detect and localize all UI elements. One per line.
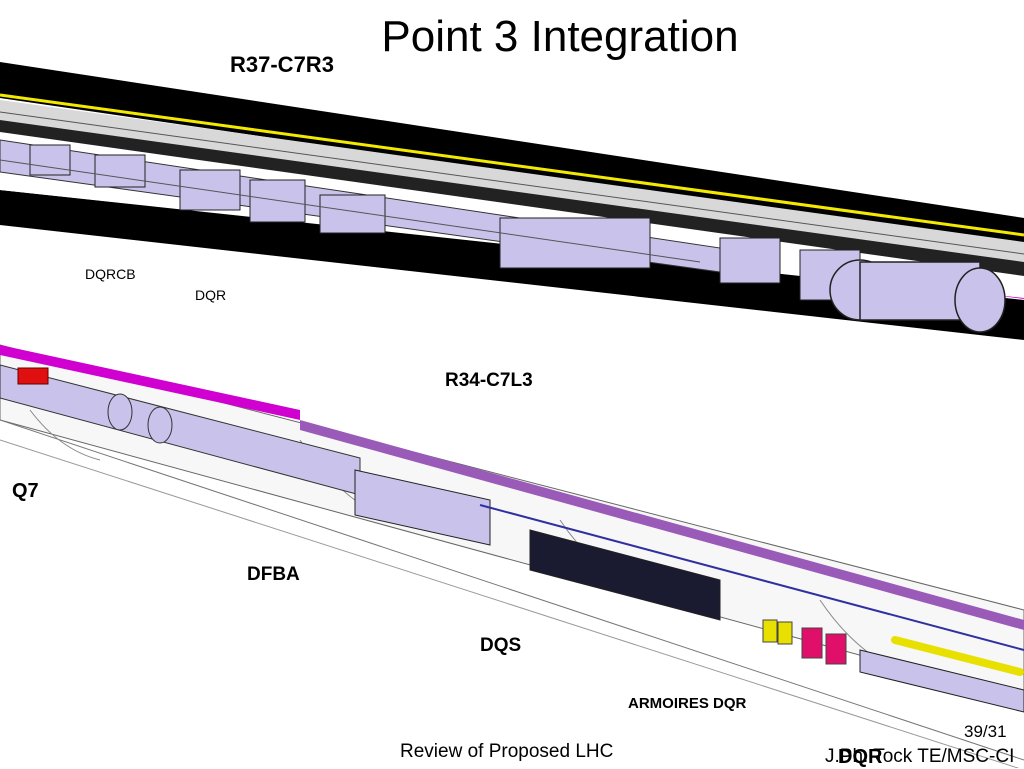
label-dqs: DQS [480,635,522,656]
footer-author: J.Ph. Tock TE/MSC-CI [825,746,1015,767]
footer-center-text: Review of Proposed LHC [400,741,614,762]
footer-dqr-overlap: DQR [838,746,883,768]
label-armoires-dqr: ARMOIRES DQR [628,695,747,712]
slide-title: Point 3 Integration [381,12,739,61]
label-r34-c7l3: R34-C7L3 [445,370,533,391]
page-number: 39/31 [964,722,1007,741]
label-dqrcb: DQRCB [85,266,136,282]
label-q7: Q7 [12,480,39,502]
label-r37-c7r3: R37-C7R3 [230,52,334,77]
label-dfba: DFBA [247,564,300,585]
label-dqr-top: DQR [195,287,227,303]
